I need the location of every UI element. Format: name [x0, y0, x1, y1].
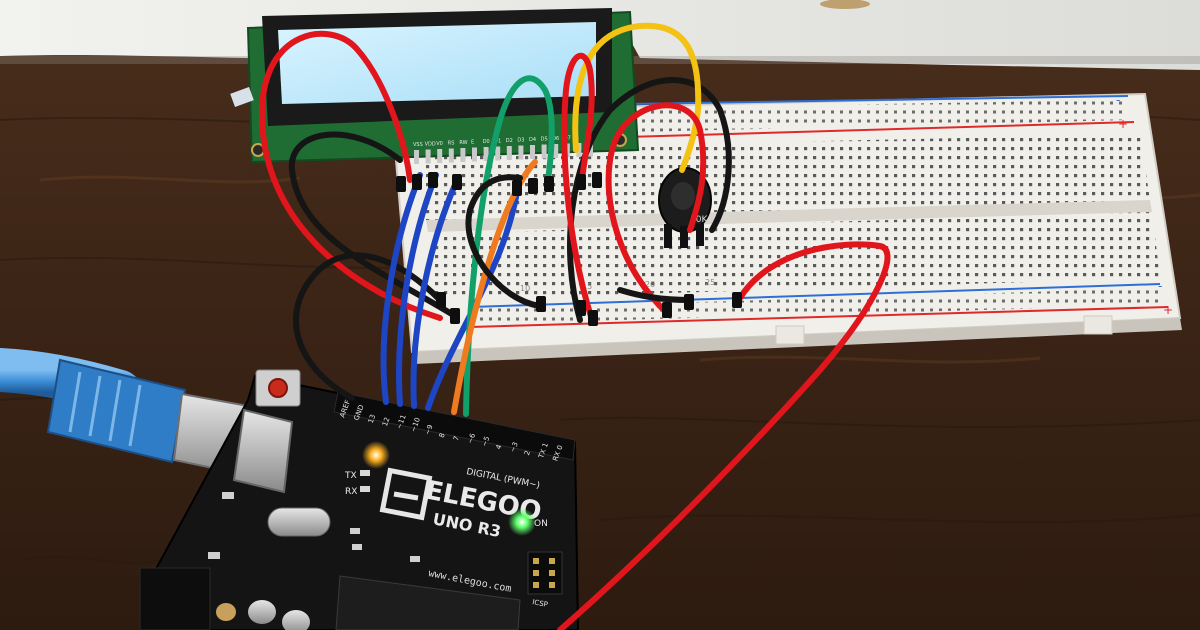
wire-black-breadboard: [465, 174, 543, 309]
wire-red-pot: [605, 102, 707, 317]
wire-blue-2: [396, 172, 439, 407]
rail-sign-plus-bottom: +: [1163, 303, 1173, 317]
lcd-pin-label: E: [471, 140, 474, 146]
icsp-pins: [533, 558, 555, 588]
header-pin-label: 13: [367, 413, 378, 424]
power-jack: [139, 567, 211, 630]
tx-label: TX: [344, 471, 357, 481]
lcd-pin-label: D1: [494, 139, 501, 145]
header-pin-label: 4: [495, 443, 504, 450]
header-pin-label: ~6: [466, 432, 477, 445]
lcd-pin-label: D3: [517, 138, 524, 144]
lcd-pin: [483, 147, 489, 161]
led-tx: [360, 470, 370, 476]
lcd-pin-label: D7: [564, 136, 571, 142]
terminal-holes-upper: [420, 134, 1150, 220]
lcd-pin: [460, 148, 466, 162]
usb-jack: [232, 408, 294, 494]
lcd-pin: [506, 146, 512, 160]
wire-pin-tips: [396, 172, 742, 326]
lcd-pin-label: RS: [448, 141, 455, 147]
row-number-15: 15: [582, 282, 592, 291]
on-label: ON: [534, 519, 548, 529]
row-number-10: 10: [520, 284, 530, 293]
lcd-pin-label: VSS: [413, 142, 423, 148]
elegoo-logo: [379, 467, 433, 521]
breadboard-tab-left: [775, 325, 805, 345]
lcd-pin: [437, 149, 443, 163]
lcd-pin: [425, 149, 431, 164]
wire-orange: [451, 159, 538, 415]
potentiometer-marking: 10K: [690, 215, 708, 225]
wire-blue-3: [410, 175, 461, 409]
led-rx: [360, 486, 370, 492]
rail-sign-minus-top: -: [1116, 93, 1120, 107]
rail-line-red-bottom: [469, 306, 1169, 328]
capacitors: [216, 600, 310, 630]
rail-sign-minus-bottom: -: [1158, 279, 1162, 293]
rail-line-red-top: [627, 121, 1135, 138]
lcd-pin: [588, 142, 593, 157]
wire-green: [463, 75, 555, 417]
lcd-pin: [448, 148, 454, 163]
wall-stain: [820, 0, 870, 9]
lcd-pin-label: D5: [541, 137, 548, 143]
lcd-pin-label: RW: [459, 140, 467, 146]
center-channel: [426, 200, 1152, 232]
led-l-glow: [362, 441, 390, 469]
lcd-pin: [541, 144, 547, 159]
smd-components: [208, 492, 420, 562]
lcd-pin-label: V0: [436, 141, 443, 147]
usb-boot-ridges: [68, 371, 142, 447]
header-pin-label: ~3: [509, 441, 520, 453]
atmega-socket: [335, 575, 521, 630]
breadboard: - + - + 10 15 20 25: [390, 92, 1182, 364]
lcd-pin: [518, 145, 524, 160]
lcd-pin: [495, 146, 501, 161]
lcd-pin-label: D2: [506, 138, 513, 144]
lcd-pin: [530, 145, 535, 159]
lcd-pin: [472, 147, 477, 162]
wire-yellow: [572, 22, 702, 173]
bottom-rail-holes: [470, 288, 1164, 324]
header-pin-label: ~9: [424, 424, 435, 436]
lcd-pin-label: D4: [529, 137, 536, 143]
icsp-label: ICSP: [532, 598, 549, 609]
row-number-20: 20: [645, 280, 655, 289]
breadboard-tab-right: [1083, 315, 1113, 335]
rail-sign-plus-top: +: [1118, 117, 1128, 131]
top-rail-holes: [636, 100, 1128, 132]
header-pin-label: 7: [452, 435, 461, 442]
lcd-film-tab: [230, 87, 254, 107]
header-pin-label: ~5: [480, 435, 491, 447]
header-pin-label: 8: [438, 432, 447, 439]
lcd-pin-label: VDD: [425, 142, 436, 148]
wire-red-long: [557, 241, 891, 630]
crystal-oscillator: [267, 507, 331, 537]
row-number-25: 25: [705, 278, 715, 287]
wire-black-rail: [617, 287, 693, 303]
reset-button[interactable]: [268, 378, 288, 398]
lcd-pin: [414, 150, 419, 164]
jumper-wires: [258, 22, 891, 630]
wire-red-lcd-pot: [561, 52, 595, 323]
rail-line-blue-top: [627, 95, 1129, 105]
led-on-glow: [508, 508, 536, 536]
header-pin-label: 2: [523, 449, 532, 456]
lcd-pin-label: D6: [552, 136, 559, 142]
lcd-pin: [553, 144, 559, 158]
usb-connector-boot: [46, 358, 187, 464]
header-digital-top: [333, 391, 576, 461]
lcd-pin-label: D0: [483, 139, 490, 145]
wire-blue-1: [380, 172, 423, 405]
potentiometer: 10K: [658, 167, 712, 248]
header-pin-label: 12: [381, 416, 392, 427]
rx-label: RX: [345, 487, 357, 497]
